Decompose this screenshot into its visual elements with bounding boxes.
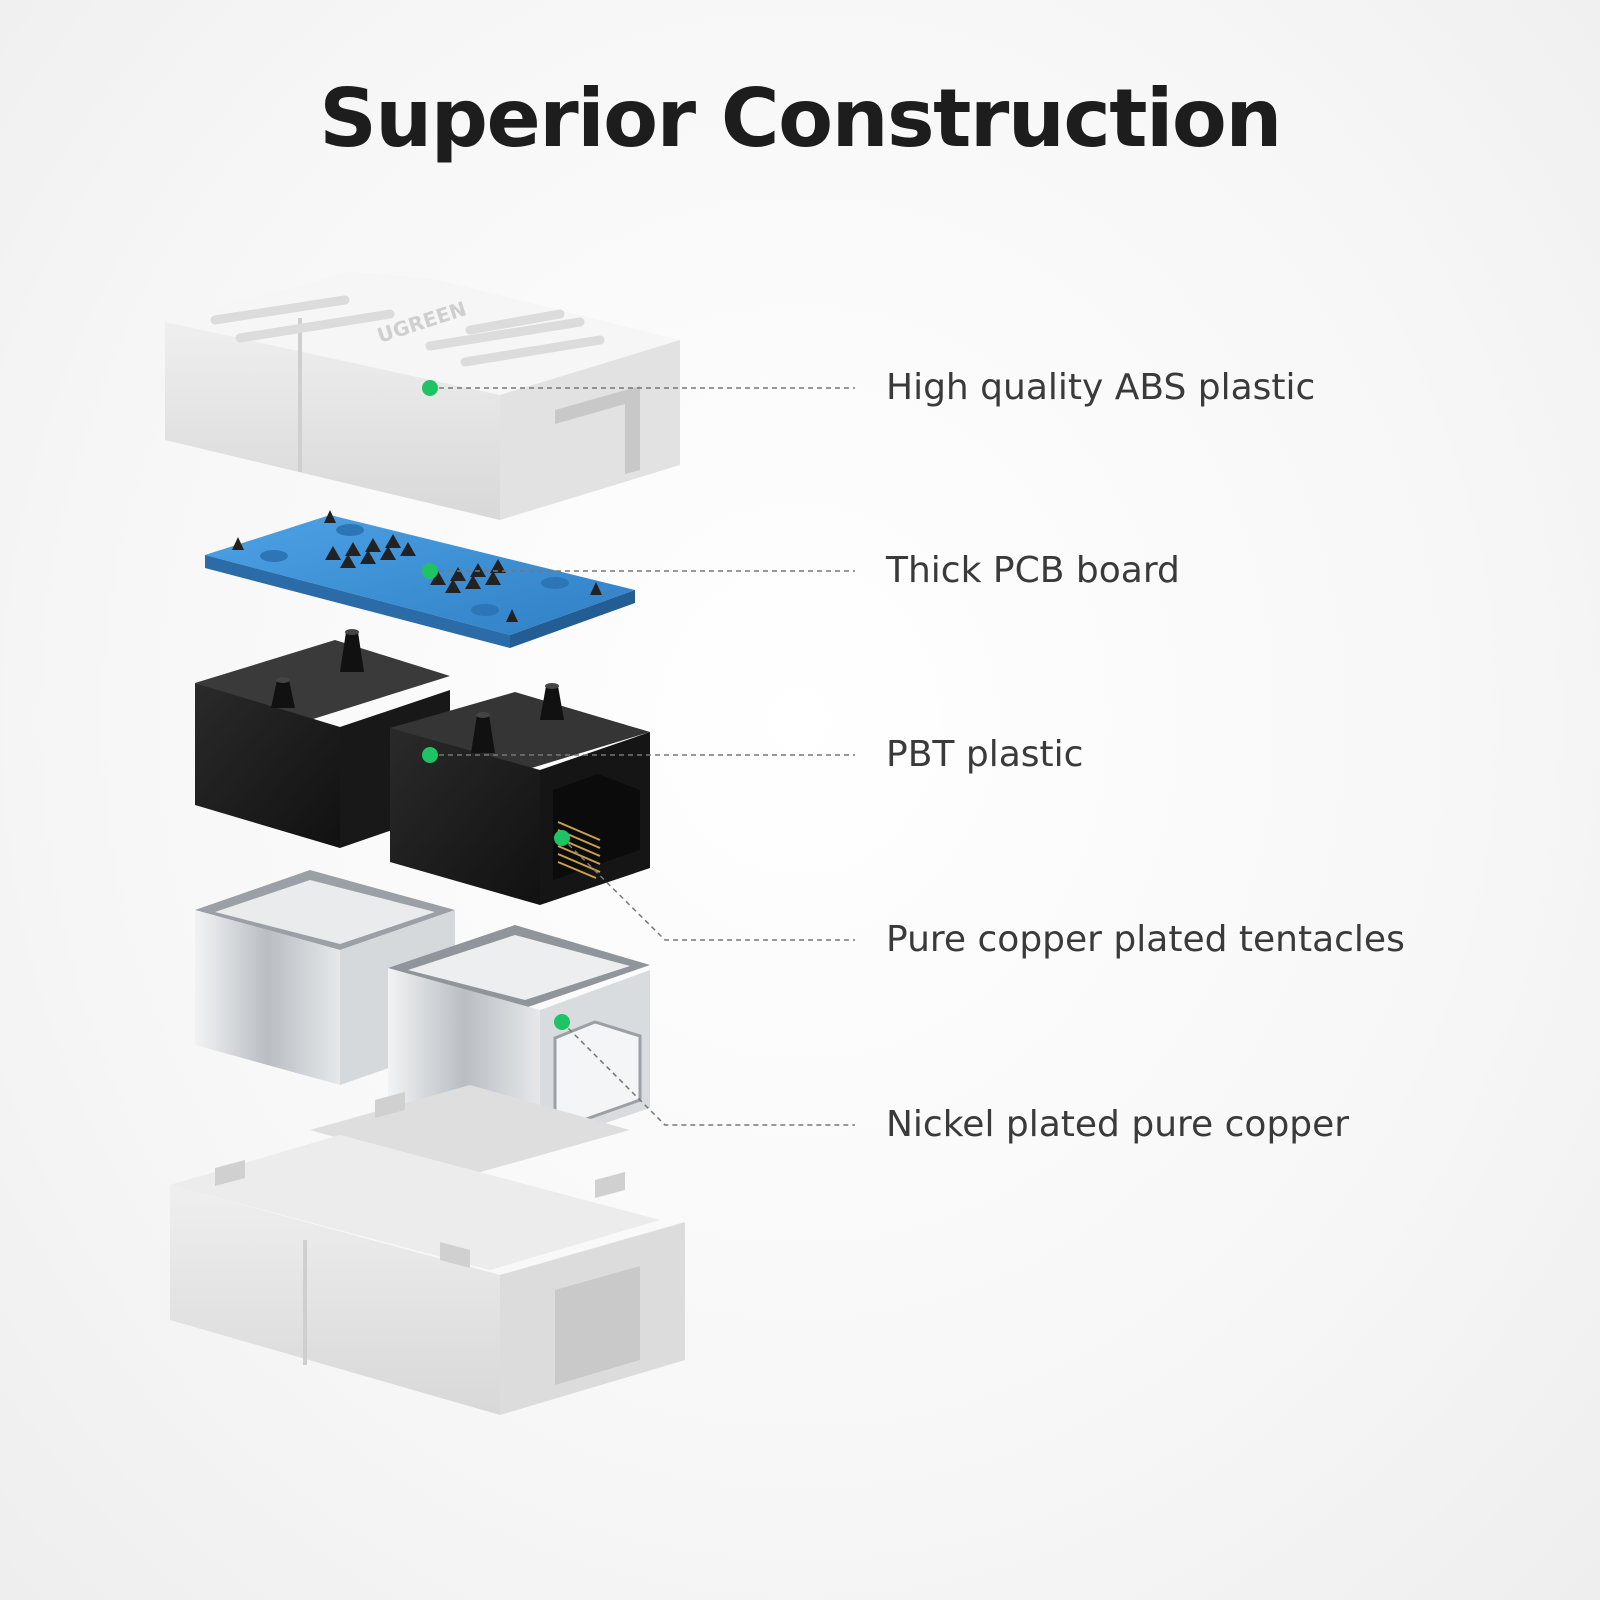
label-nickel-copper: Nickel plated pure copper — [886, 1104, 1350, 1145]
leader-lines — [430, 387, 855, 1126]
bottom-housing — [170, 1085, 685, 1415]
marker-abs-dot — [422, 380, 438, 396]
marker-nickel-dot — [554, 1014, 570, 1030]
label-pbt-plastic: PBT plastic — [886, 734, 1084, 775]
marker-pcb-dot — [422, 563, 438, 579]
marker-pbt-dot — [422, 747, 438, 763]
callout-markers — [422, 380, 570, 1030]
top-housing-cover: UGREEN — [165, 272, 680, 520]
label-abs-plastic: High quality ABS plastic — [886, 367, 1316, 408]
label-pcb-board: Thick PCB board — [886, 550, 1180, 591]
page-title: Superior Construction — [319, 72, 1282, 165]
pcb-board — [205, 510, 635, 648]
label-copper-tentacles: Pure copper plated tentacles — [886, 919, 1405, 960]
marker-tentacles-dot — [554, 830, 570, 846]
pbt-plastic-blocks — [195, 629, 650, 905]
